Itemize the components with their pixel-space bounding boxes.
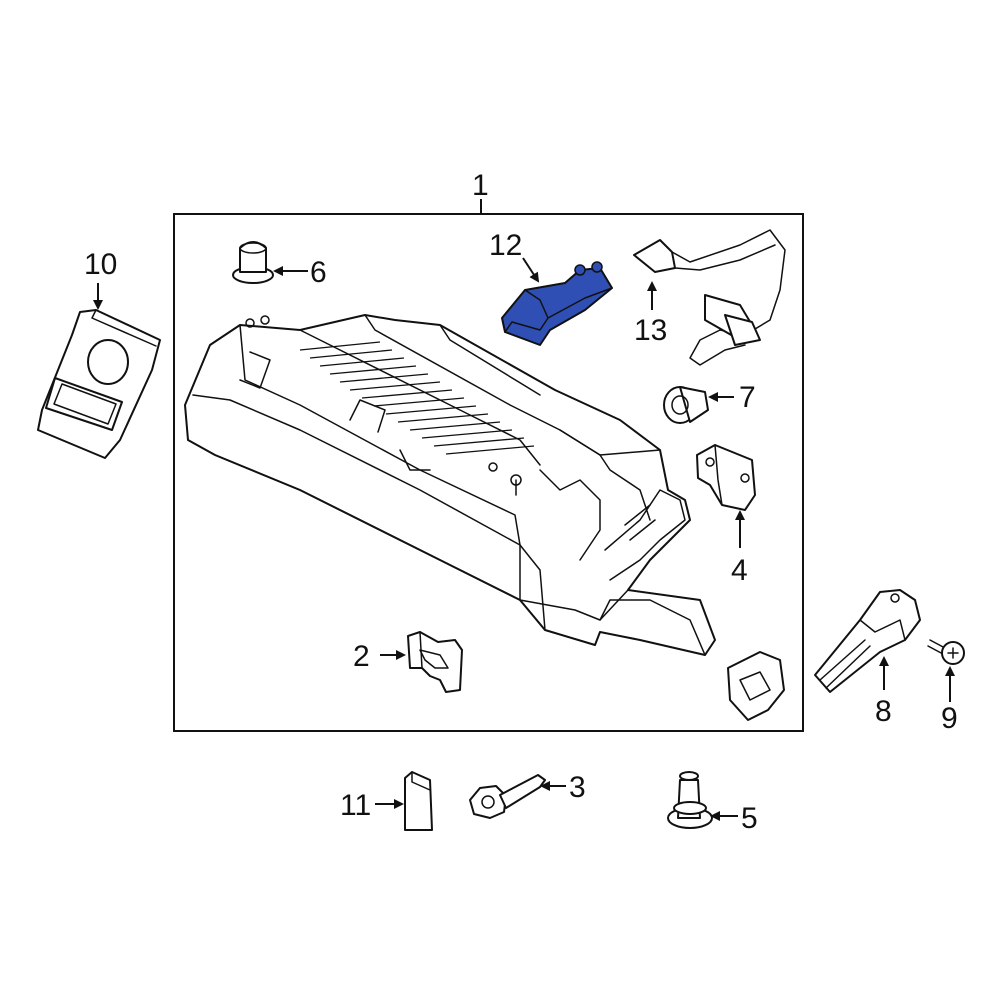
callout-2: 2 (353, 640, 370, 673)
part-5-bolt (667, 771, 713, 829)
part-3-bolt (469, 774, 546, 819)
callout-4: 4 (731, 554, 748, 587)
part-12-module[interactable] (501, 261, 613, 346)
callout-11: 11 (340, 789, 371, 822)
glove-box-assembly (184, 314, 716, 656)
part-10-cover (37, 309, 161, 459)
callout-12-arrow (522, 257, 540, 283)
callout-12: 12 (489, 229, 522, 262)
assembly-frame (173, 213, 804, 732)
callout-10: 10 (84, 248, 117, 281)
latch-bracket (727, 651, 785, 721)
callout-5: 5 (741, 802, 758, 835)
callout-7: 7 (739, 381, 756, 414)
part-6-pin (232, 241, 274, 284)
callout-13: 13 (634, 314, 667, 347)
part-7-grommet (663, 386, 709, 424)
part-11-pad (404, 771, 433, 831)
part-4-bracket (696, 444, 756, 511)
callout-8: 8 (875, 695, 892, 728)
callout-6: 6 (310, 256, 327, 289)
part-2-clip (407, 631, 463, 693)
part-8-actuator (814, 589, 921, 693)
callout-9: 9 (941, 702, 958, 735)
part-13-harness (633, 229, 786, 366)
callout-3: 3 (569, 771, 586, 804)
callout-1: 1 (472, 169, 489, 202)
vent-slats (299, 341, 535, 455)
part-9-screw (927, 639, 965, 665)
